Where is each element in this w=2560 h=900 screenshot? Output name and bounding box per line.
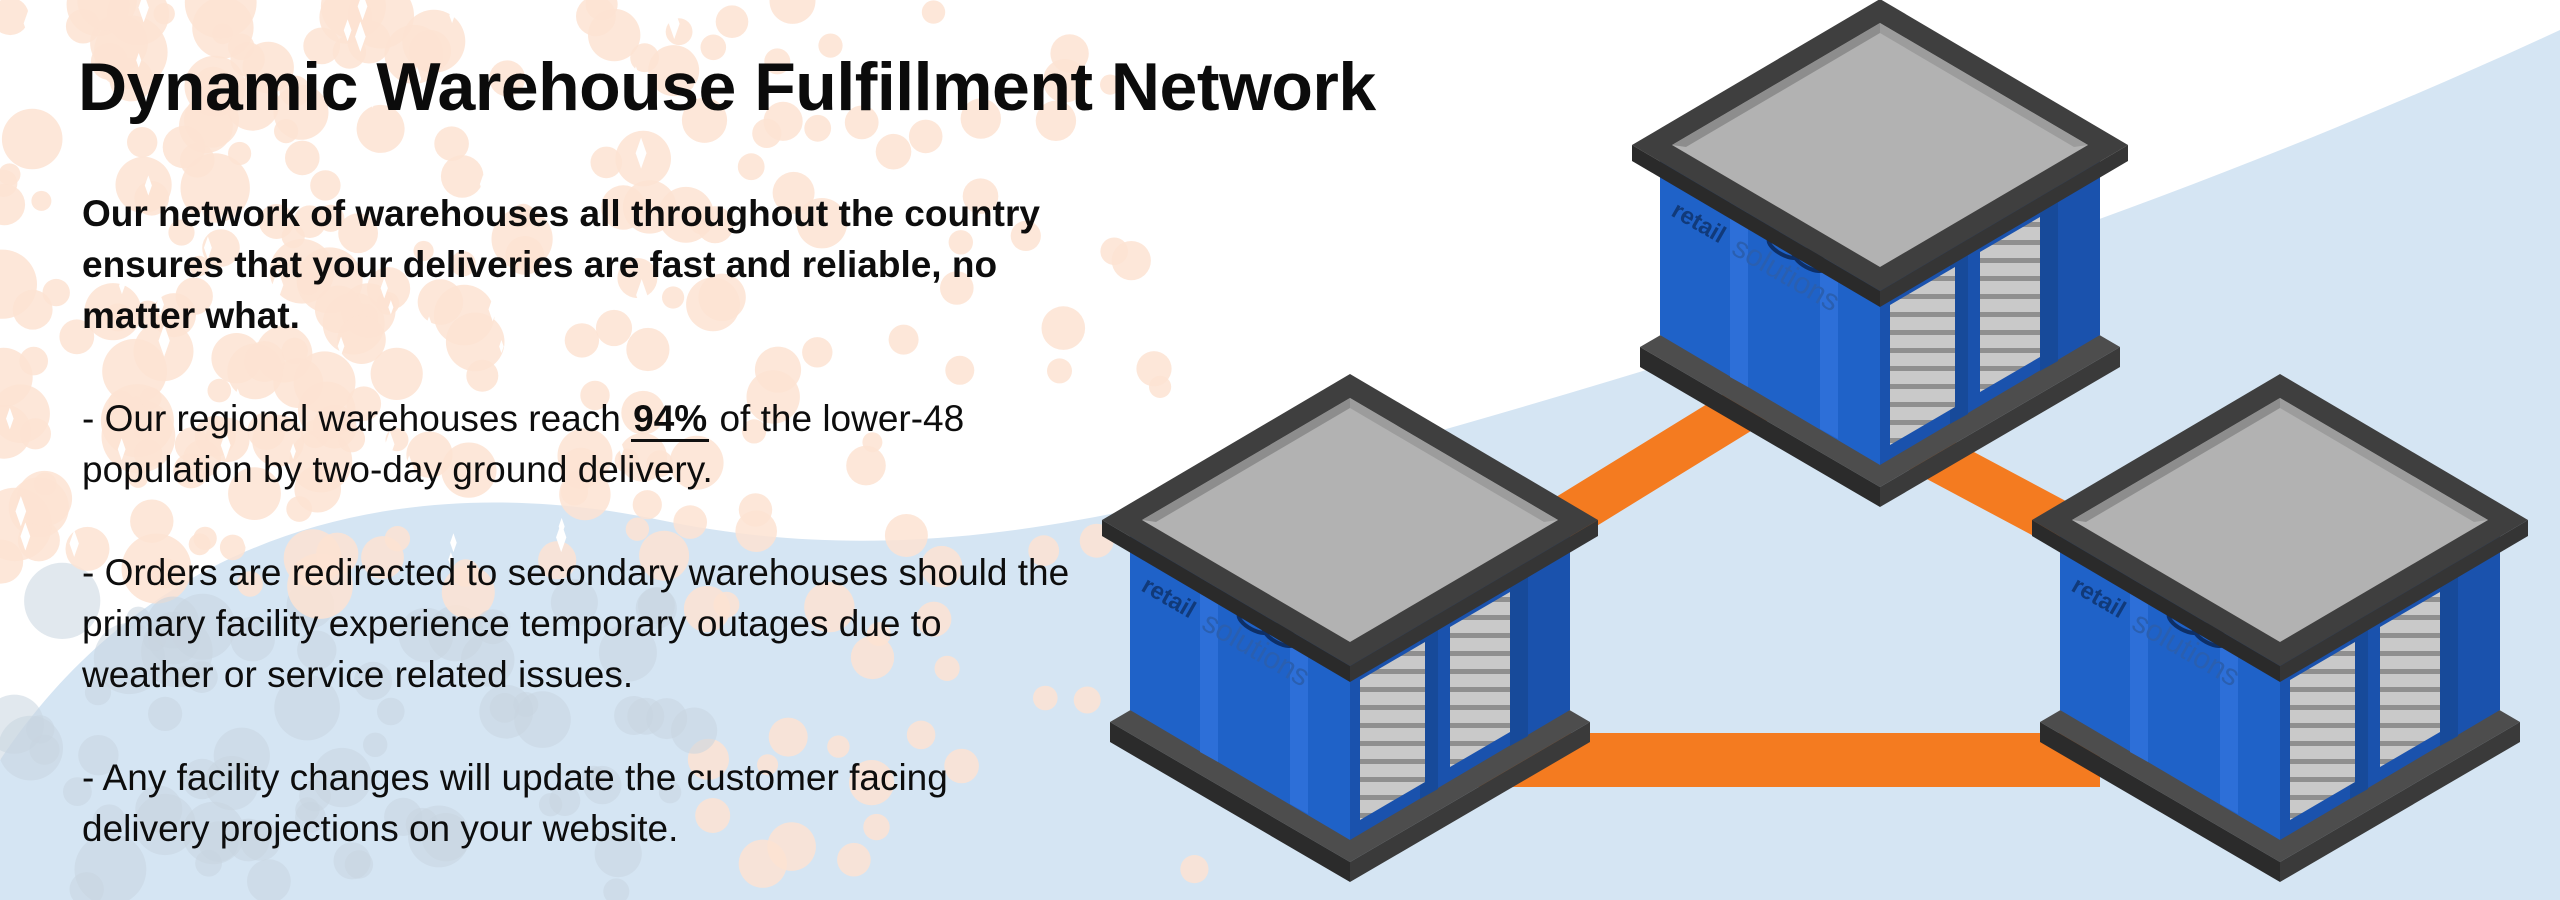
bullet-coverage: - Our regional warehouses reach 94% of t… [82,393,1082,495]
blue-wave [0,30,2560,900]
bullet-redirect: - Orders are redirected to secondary war… [82,552,1070,695]
bullet-coverage-suffix: of the lower-48 population by two-day gr… [82,398,965,490]
warehouse-right [2030,372,2530,884]
description-copy: Our network of warehouses all throughout… [82,188,1082,854]
coverage-percent: 94% [631,399,710,442]
bullet-coverage-prefix: - Our regional warehouses reach [82,398,632,439]
diamond-sparkles [6,0,697,568]
peach-dot-pattern [0,0,1297,900]
intro-paragraph: Our network of warehouses all throughout… [82,193,1040,336]
bullet-updates: - Any facility changes will update the c… [82,757,948,849]
page-title: Dynamic Warehouse Fulfillment Network [78,49,1376,125]
warehouse-left [1100,372,1600,884]
